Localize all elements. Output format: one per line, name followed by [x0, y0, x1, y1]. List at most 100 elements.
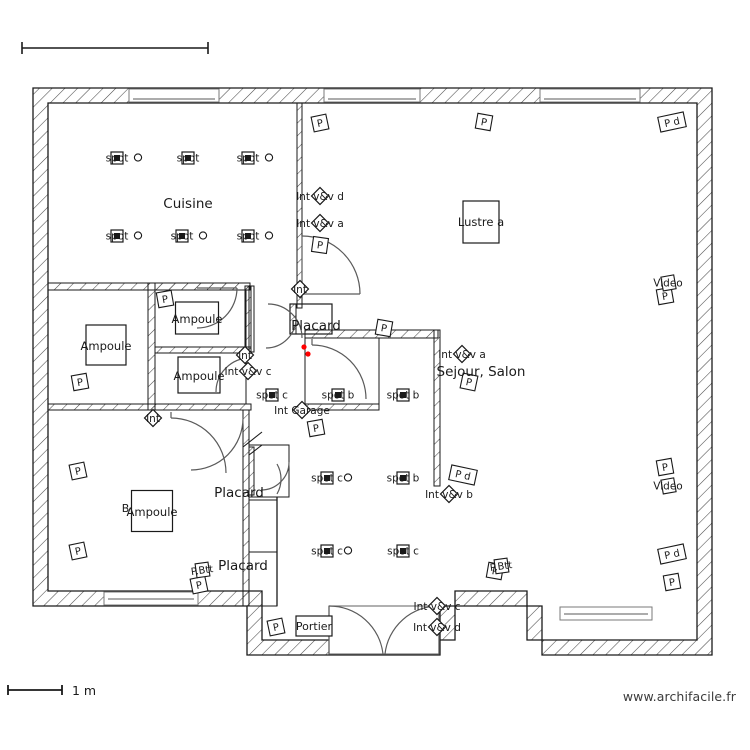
power-socket[interactable]: P d [448, 464, 478, 486]
spot-circle-icon [133, 231, 143, 240]
spot-icon-core [335, 392, 341, 398]
chandelier-fixture[interactable]: Lustre a [458, 200, 504, 244]
video-socket[interactable]: Video [653, 274, 683, 292]
spot-light[interactable]: spot b [387, 388, 420, 402]
light-switch[interactable]: Int v&v c [225, 361, 272, 381]
power-socket[interactable]: P [68, 541, 88, 561]
spot-icon-core [185, 155, 191, 161]
spot-light[interactable]: spot c [311, 471, 353, 485]
video-socket-label: Video [653, 278, 682, 290]
power-socket[interactable]: P [655, 457, 675, 477]
socket-icon [310, 235, 330, 255]
door-phone-symbols[interactable]: Portier [295, 615, 333, 637]
switch-label: Int [293, 284, 307, 296]
power-socket[interactable]: P [310, 113, 330, 133]
video-socket-label: Video [653, 481, 682, 493]
power-socket[interactable]: P [70, 372, 90, 392]
light-switch[interactable]: Int [290, 279, 310, 299]
spot-icon-core [114, 155, 120, 161]
spot-light[interactable]: spot c [256, 388, 288, 402]
light-switch[interactable]: Int v&v a [296, 213, 344, 233]
switch-diamond-icon [452, 344, 472, 364]
light-switch[interactable]: Int v&v d [413, 617, 461, 637]
door-phone[interactable]: Portier [295, 615, 333, 637]
switch-diamond-icon [292, 400, 312, 420]
socket-label: P [661, 291, 669, 303]
spot-light-symbols[interactable]: spot spot spot spot spot spot spot c spot b spot… [106, 151, 420, 558]
bulb-label: Ampoule [172, 312, 223, 326]
power-socket[interactable]: P [189, 575, 209, 595]
spot-light[interactable]: spot [106, 151, 143, 165]
socket-btt-symbols[interactable]: P.Btt P.Btt [190, 557, 513, 579]
bulb-fixture[interactable]: Ampoule [172, 301, 223, 335]
power-socket[interactable]: P [374, 318, 394, 338]
switch-diamond-icon [427, 596, 447, 616]
light-switch[interactable]: Int v&v d [296, 186, 344, 206]
spot-light[interactable]: spot [106, 229, 143, 243]
light-switch[interactable]: Int v&v c [414, 596, 461, 616]
power-socket[interactable]: P d [657, 111, 687, 133]
scale-bar-label: 1 m [72, 683, 97, 698]
socket-icon [474, 112, 494, 132]
socket-label: P [161, 294, 169, 306]
bulb-label: Ampoule [174, 369, 225, 383]
spot-label: spot [171, 231, 194, 243]
spot-circle-icon [264, 231, 274, 240]
socket-label: P [74, 546, 82, 558]
spot-icon-core [324, 548, 330, 554]
power-socket[interactable]: P [310, 235, 330, 255]
spot-icon-core [400, 392, 406, 398]
spot-label: spot b [322, 390, 355, 402]
socket-symbols[interactable]: P P P d P P P P P P P P P d P P P d P P P P [68, 111, 687, 637]
power-socket[interactable]: P [266, 617, 286, 637]
video-socket[interactable]: Video [653, 477, 683, 495]
power-socket[interactable]: P [474, 112, 494, 132]
bulb-icon [174, 301, 220, 335]
spot-light[interactable]: spot [171, 229, 208, 243]
power-socket[interactable]: P [662, 572, 682, 592]
spot-icon-core [400, 548, 406, 554]
spot-light[interactable]: spot c [311, 544, 353, 558]
power-socket[interactable]: P d [657, 543, 687, 565]
bulb-fixture[interactable]: Ampoule [174, 356, 225, 394]
power-socket[interactable]: P [306, 418, 326, 438]
switch-label: Int v&v b [425, 489, 473, 501]
switch-diamond-icon [238, 361, 258, 381]
switch-diamond-icon [143, 408, 163, 428]
socket-icon [266, 617, 286, 637]
spot-light[interactable]: spot [237, 229, 274, 243]
switch-diamond-icon [290, 279, 310, 299]
spot-light[interactable]: spot [237, 151, 274, 165]
bulb-fixture[interactable]: Ampoule [81, 324, 132, 366]
socket-btt[interactable]: P.Btt [489, 557, 513, 575]
light-switch[interactable]: Int Garage [274, 400, 330, 420]
power-socket[interactable]: P [68, 461, 88, 481]
socket-icon [662, 572, 682, 592]
light-switch[interactable]: Int v&v b [425, 484, 473, 504]
socket-label: P [195, 580, 203, 592]
spot-label: spot c [311, 546, 343, 558]
spot-label: spot [237, 231, 260, 243]
spot-icon-core [400, 475, 406, 481]
spot-light[interactable]: spot c [387, 544, 419, 558]
socket-icon [70, 372, 90, 392]
light-switch[interactable]: Int [143, 408, 163, 428]
spot-label: spot b [387, 473, 420, 485]
power-socket[interactable]: P [459, 372, 479, 392]
interior-walls [47, 102, 441, 607]
light-switch[interactable]: Int [235, 345, 255, 365]
socket-label: P [491, 566, 499, 578]
spot-light[interactable]: spot [177, 151, 200, 165]
spot-light[interactable]: spot b [387, 471, 420, 485]
chandelier-symbols[interactable]: Lustre a [458, 200, 504, 244]
light-switch[interactable]: Int v&v a [438, 344, 486, 364]
socket-btt[interactable]: P.Btt [190, 561, 214, 579]
power-socket[interactable]: P [155, 289, 175, 309]
spot-light[interactable]: spot b [322, 388, 355, 402]
